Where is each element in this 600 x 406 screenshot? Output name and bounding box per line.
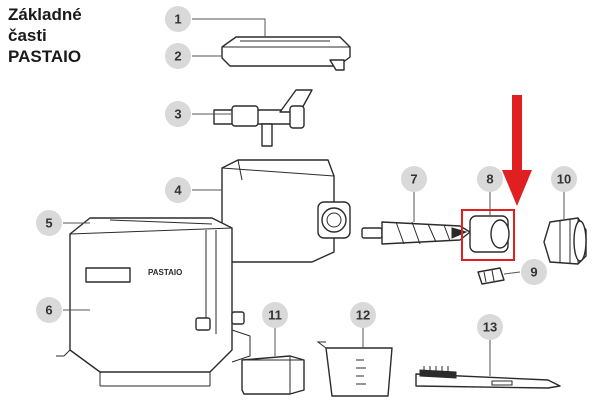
callout-4: 4 <box>165 177 191 203</box>
callout-11-label: 11 <box>268 308 282 323</box>
callout-2: 2 <box>165 43 191 69</box>
callout-9-label: 9 <box>530 265 537 280</box>
title-line-3: PASTAIO <box>8 47 82 66</box>
part-lid <box>221 36 351 71</box>
part-mixing-bar <box>213 89 313 147</box>
part-measuring-cup <box>316 341 393 397</box>
part-cleaning-tool <box>415 366 561 389</box>
callout-6: 6 <box>36 297 62 323</box>
part-auger <box>361 221 471 245</box>
callout-8-label: 8 <box>486 172 493 187</box>
part-outlet <box>461 209 515 261</box>
part-tray <box>241 355 305 395</box>
machine-brand-label: PASTAIO <box>148 268 182 277</box>
callout-1: 1 <box>165 6 191 32</box>
callout-8: 8 <box>477 166 503 192</box>
callout-3: 3 <box>165 101 191 127</box>
callout-10-label: 10 <box>557 172 571 187</box>
leader-lines <box>63 18 565 376</box>
diagram-title: Základné časti PASTAIO <box>8 4 82 67</box>
highlight-box <box>461 209 515 261</box>
callout-11: 11 <box>262 302 288 328</box>
callout-13: 13 <box>477 314 503 340</box>
part-base: PASTAIO <box>56 217 251 387</box>
callout-5-label: 5 <box>45 216 52 231</box>
callout-13-label: 13 <box>483 320 497 335</box>
callout-9: 9 <box>521 259 547 285</box>
callout-2-label: 2 <box>174 49 181 64</box>
part-mixing-chamber <box>221 159 351 263</box>
callout-1-label: 1 <box>174 12 181 27</box>
title-line-1: Základné <box>8 5 82 24</box>
callout-3-label: 3 <box>174 107 181 122</box>
highlight-arrow <box>502 95 532 206</box>
title-line-2: časti <box>8 26 47 45</box>
callout-7: 7 <box>401 166 427 192</box>
callout-12-label: 12 <box>356 308 370 323</box>
callout-10: 10 <box>551 166 577 192</box>
callout-4-label: 4 <box>174 183 182 198</box>
callout-5: 5 <box>36 210 62 236</box>
part-die <box>477 267 505 285</box>
callout-12: 12 <box>350 302 376 328</box>
part-ring-nut <box>543 217 587 265</box>
callout-6-label: 6 <box>45 303 52 318</box>
callout-7-label: 7 <box>410 172 417 187</box>
